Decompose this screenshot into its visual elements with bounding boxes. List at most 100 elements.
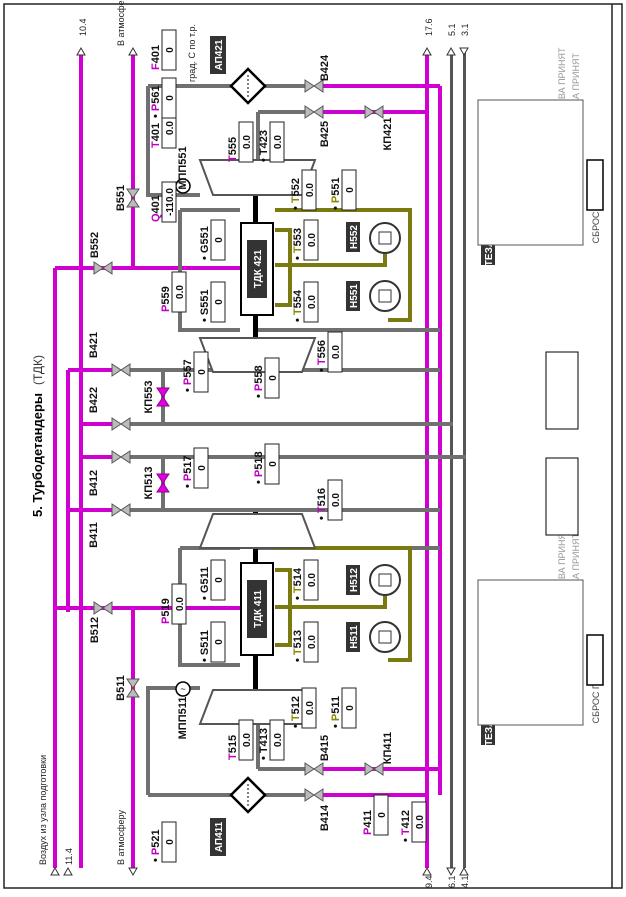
reset-button-411[interactable] (586, 634, 604, 686)
sensor-label: F401 (150, 45, 162, 70)
valve-b511[interactable]: В511 (115, 675, 140, 701)
panel-tezar421 (477, 99, 584, 246)
sensor-label: • P521 (150, 829, 162, 862)
sensor-t413: 0.0• T413 (258, 719, 285, 761)
reset-memory-label[interactable]: СБРОС ПАМЯТИ (591, 651, 601, 724)
sensor-label: • T423 (258, 130, 270, 162)
valve-kp513[interactable]: КП513 (143, 467, 170, 500)
valve-icon (313, 79, 324, 93)
mpp551-label: МПП551 (177, 146, 189, 189)
valve-label: КП411 (382, 732, 394, 764)
reset-button-421[interactable] (586, 159, 604, 211)
sensor-s511: 0• S511 (199, 621, 226, 663)
sensor-label: • T553 (292, 228, 304, 260)
valve-kp421[interactable]: КП421 (364, 105, 394, 150)
valve-label: В512 (89, 617, 101, 643)
sensor-t516: 0.0• T516 (316, 479, 343, 521)
sensor-value: 0 (345, 705, 356, 711)
valve-icon (120, 417, 131, 431)
valve-b422[interactable]: В422 (88, 387, 131, 431)
sensor-value: 0 (165, 47, 176, 53)
tdk421-label-bg (247, 240, 267, 298)
sensor-value: 0.0 (307, 295, 318, 309)
value-box (193, 351, 209, 393)
valve-b425[interactable]: В425 (304, 105, 331, 147)
generator-icon-511 (175, 681, 191, 697)
valve-icon (126, 188, 140, 199)
valve-icon (102, 261, 113, 275)
value-box (210, 559, 226, 601)
value-box (161, 29, 177, 71)
valve-icon (126, 197, 140, 208)
valve-icon (304, 762, 315, 776)
sensor-label: • P518 (253, 451, 265, 484)
valve-label: В424 (319, 54, 331, 81)
valve-label: КП553 (143, 381, 155, 414)
ready-check-411[interactable] (545, 457, 579, 536)
valve-icon (364, 105, 375, 119)
oil-421-inner (275, 228, 292, 307)
valve-b421[interactable]: В421 (88, 332, 131, 377)
sensor-t514: 0.0• T514 (292, 559, 319, 601)
valve-icon (304, 79, 315, 93)
valve-icon (156, 396, 170, 407)
filter-ap411[interactable] (229, 776, 267, 814)
sensor-label: P411 (362, 810, 374, 835)
generator-glyph: ~ (180, 684, 185, 694)
value-box (269, 719, 285, 761)
value-box (171, 271, 187, 313)
sensor-value: 0.0 (242, 135, 253, 149)
valve-icon (373, 762, 384, 776)
sensor-t556: 0.0• T556 (316, 331, 343, 373)
pipe-mpp551-loop (146, 86, 200, 197)
filter-ap421[interactable] (229, 67, 267, 105)
expander-421 (198, 337, 317, 373)
valve-b551[interactable]: В551 (115, 185, 140, 211)
process-lines (53, 55, 442, 868)
sensor-value: 0 (165, 95, 176, 101)
sensor-p521: 0• P521 (150, 821, 177, 863)
sensor-label: • T516 (316, 488, 328, 520)
ready-check-421[interactable] (545, 351, 579, 430)
sensor-value: 0 (268, 461, 279, 467)
pump-label-h512: Н512 (349, 568, 360, 592)
sensor-value: 0 (214, 639, 225, 645)
h511-label-bg (346, 622, 360, 652)
tdk411-label-bg (247, 580, 267, 638)
value-box (303, 559, 319, 601)
valve-b414[interactable]: В414 (304, 788, 331, 831)
valve-kp411[interactable]: КП411 (364, 732, 394, 776)
valve-b512[interactable]: В512 (89, 601, 113, 643)
value-box (161, 181, 177, 223)
sensor-label: • T514 (292, 567, 304, 600)
arrow-up-icon (446, 46, 456, 56)
sensor-g511: 0• G511 (199, 559, 226, 601)
sensor-t553: 0.0• T553 (292, 219, 319, 261)
value-box (373, 794, 389, 836)
valve-b424[interactable]: В424 (304, 54, 331, 93)
sensor-label: • T412 (400, 810, 412, 842)
value-box (303, 281, 319, 323)
arrow-up-icon (128, 46, 138, 56)
valve-b411[interactable]: В411 (88, 503, 131, 548)
pump-icon (378, 630, 392, 644)
valve-icon (102, 601, 113, 615)
sensor-label: • G551 (199, 226, 211, 260)
valve-b412[interactable]: В412 (88, 450, 131, 496)
line-value-176: 17.6 (424, 18, 434, 36)
sensor-value: 0.0 (165, 121, 176, 135)
tdk421-block[interactable] (240, 222, 274, 316)
generator-glyph: ~ (180, 181, 185, 191)
sensor-label: • T513 (292, 630, 304, 662)
valve-b415[interactable]: В415 (304, 735, 331, 776)
sensor-label: • T413 (258, 728, 270, 760)
sensor-p518: 0• P518 (253, 443, 280, 485)
valve-kp553[interactable]: КП553 (143, 381, 170, 414)
valve-b552[interactable]: В552 (89, 232, 113, 275)
ap421-label-bg (210, 36, 226, 74)
sensor-value: 0 (214, 299, 225, 305)
tdk411-label: ТДК 411 (253, 590, 264, 628)
